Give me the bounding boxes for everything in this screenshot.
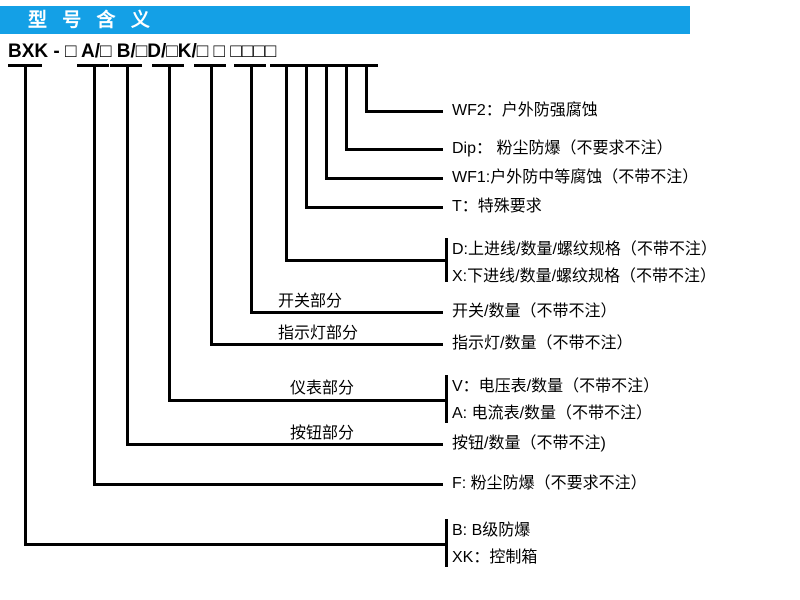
leader-wf1 — [325, 177, 443, 180]
drop-line-xk — [24, 64, 27, 546]
drop-line-lamp — [210, 64, 213, 346]
leader-f — [93, 483, 443, 486]
label-wf2: WF2：户外防强腐蚀 — [452, 102, 598, 119]
label-dip: Dip： 粉尘防爆（不要求不注） — [452, 140, 673, 157]
label-lamp-qty: 指示灯/数量（不带不注） — [452, 335, 633, 352]
leader-dip — [345, 148, 443, 151]
label-ammeter: A: 电流表/数量（不带不注） — [452, 405, 653, 422]
drop-line-wf1 — [325, 64, 328, 180]
caption-meter-part: 仪表部分 — [290, 380, 355, 397]
leader-button-qty — [126, 443, 443, 446]
bracket-bxk — [445, 519, 448, 567]
bracket-dx — [445, 238, 448, 282]
leader-bxk — [24, 543, 448, 546]
model-code-formula: BXK - □ A/□ B/□D/□K/□ □ □□□□ — [8, 41, 277, 62]
drop-line-f — [93, 64, 96, 486]
label-voltmeter: V：电压表/数量（不带不注） — [452, 378, 660, 395]
drop-line-wf2 — [365, 64, 368, 113]
label-d-top-inlet: D:上进线/数量/螺纹规格（不带不注） — [452, 241, 717, 258]
caption-lamp-part: 指示灯部分 — [278, 325, 359, 342]
page-title: 型 号 含 义 — [28, 10, 155, 31]
bracket-va — [445, 375, 448, 423]
leader-t — [305, 206, 443, 209]
drop-line-dx — [285, 64, 288, 262]
label-wf1: WF1:户外防中等腐蚀（不带不注） — [452, 169, 699, 186]
caption-switch-part: 开关部分 — [278, 293, 343, 310]
caption-button-part: 按钮部分 — [290, 425, 355, 442]
label-x-bottom-inlet: X:下进线/数量/螺纹规格（不带不注） — [452, 268, 717, 285]
drop-line-meter — [168, 64, 171, 402]
label-button-qty: 按钮/数量（不带不注) — [452, 435, 606, 452]
label-switch-qty: 开关/数量（不带不注） — [452, 303, 617, 320]
leader-va — [168, 399, 448, 402]
leader-dx — [285, 259, 448, 262]
label-t: T：特殊要求 — [452, 198, 542, 215]
label-b-grade: B: B级防爆 — [452, 522, 531, 539]
leader-wf2 — [365, 110, 443, 113]
drop-line-switch — [250, 64, 253, 314]
label-f-dust-proof: F: 粉尘防爆（不要求不注） — [452, 475, 647, 492]
leader-lamp-qty — [210, 343, 443, 346]
leader-switch-qty — [250, 311, 443, 314]
drop-line-dip — [345, 64, 348, 151]
label-xk-control-box: XK：控制箱 — [452, 549, 538, 566]
drop-line-t — [305, 64, 308, 209]
header-bar — [0, 6, 690, 34]
drop-line-button — [126, 64, 129, 446]
